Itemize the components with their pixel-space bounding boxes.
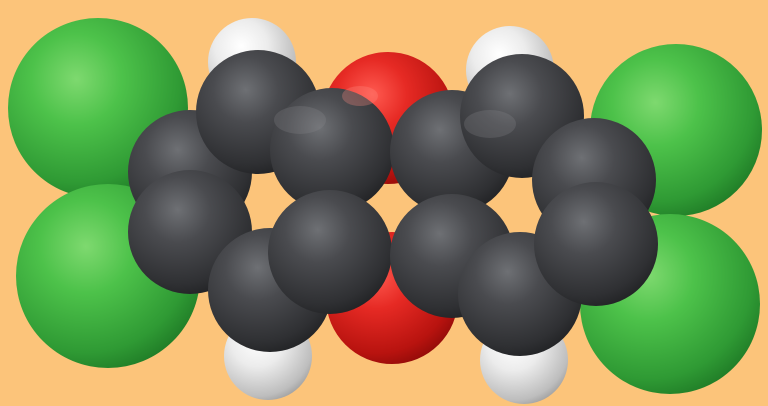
highlight — [274, 106, 326, 134]
highlight — [342, 86, 378, 106]
carbon-atom-right-ring-6 — [534, 182, 658, 306]
carbon-atom-left-ring-6 — [268, 190, 392, 314]
highlight — [464, 110, 516, 138]
carbon-atom-left-ring-5 — [270, 88, 394, 212]
